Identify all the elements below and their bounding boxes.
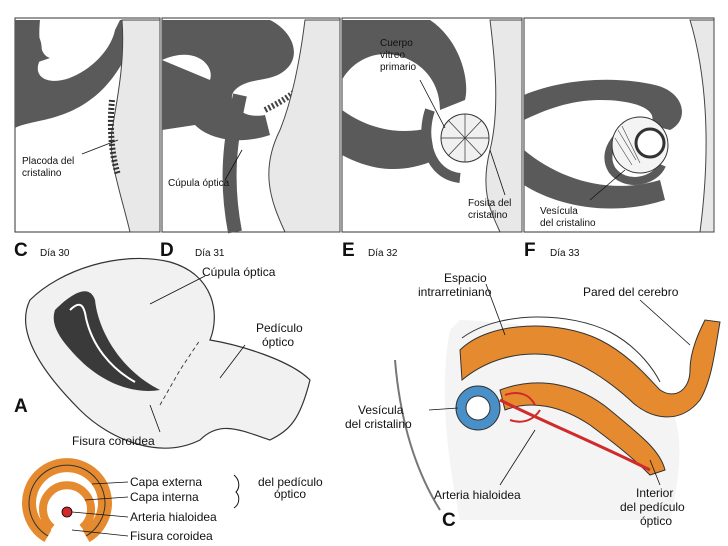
label-vitreo: vítreo — [380, 50, 405, 61]
panel-a: Cúpula óptica Pedículo óptico Fisura cor… — [14, 257, 311, 449]
label-pared-cerebro: Pared del cerebro — [583, 285, 679, 299]
label-a-fisura: Fisura coroidea — [72, 434, 155, 448]
label-fosita: Fosita del — [468, 198, 511, 209]
label-c-interior: Interior — [636, 486, 673, 500]
day-32: Día 32 — [368, 248, 398, 259]
panel-e-day32: Cuerpo vítreo primario Fosita del crista… — [341, 17, 523, 233]
label-c-pediculo: del pedículo — [620, 500, 685, 514]
panel-c-day30: Placoda del cristalino — [14, 17, 161, 233]
label-capa-interna: Capa interna — [130, 490, 199, 504]
letter-c: C — [14, 240, 28, 261]
label-espacio: Espacio — [444, 271, 487, 285]
label-c-optico: óptico — [640, 514, 672, 528]
day-31: Día 31 — [195, 248, 225, 259]
label-cupula-optica: Cúpula óptica — [168, 178, 230, 189]
label-fisura-b: Fisura coroidea — [130, 529, 213, 543]
label-c-vesicula: Vesícula — [358, 403, 404, 417]
letter-f: F — [524, 240, 536, 261]
label-capa-externa: Capa externa — [130, 475, 202, 489]
day-30: Día 30 — [40, 248, 70, 259]
panel-f-day33: Vesícula del cristalino — [523, 17, 715, 233]
day-33: Día 33 — [550, 248, 580, 259]
label-placoda-2: cristalino — [22, 168, 62, 179]
label-a-cupula: Cúpula óptica — [202, 265, 276, 279]
label-arteria-hialoidea-b: Arteria hialoidea — [130, 510, 217, 524]
letter-a: A — [14, 396, 28, 417]
label-c-cristalino: del cristalino — [345, 417, 412, 431]
label-a-pediculo: Pedículo — [256, 321, 303, 335]
label-b-optico: óptico — [274, 487, 306, 501]
label-cuerpo: Cuerpo — [380, 38, 413, 49]
panel-b: Capa externa del pedículo Capa interna ó… — [22, 458, 323, 543]
label-primario: primario — [380, 62, 417, 73]
panel-d-day31: Cúpula óptica — [161, 17, 341, 234]
letter-c-bottom: C — [442, 510, 456, 531]
label-intrarretiniano: intrarretiniano — [418, 285, 492, 299]
label-placoda: Placoda del — [22, 156, 74, 167]
letter-e: E — [342, 240, 355, 261]
label-fosita-2: cristalino — [468, 210, 508, 221]
panel-c-section: Espacio intrarretiniano Pared del cerebr… — [345, 271, 721, 531]
top-row: Placoda del cristalino Cúpula óptica — [14, 17, 715, 261]
label-c-arteria: Arteria hialoidea — [434, 488, 521, 502]
label-vesicula: Vesícula — [540, 206, 578, 217]
label-del-pediculo: del pedículo — [258, 475, 323, 489]
label-a-optico: óptico — [262, 335, 294, 349]
letter-d: D — [160, 240, 174, 261]
label-vesicula-2: del cristalino — [540, 218, 596, 229]
